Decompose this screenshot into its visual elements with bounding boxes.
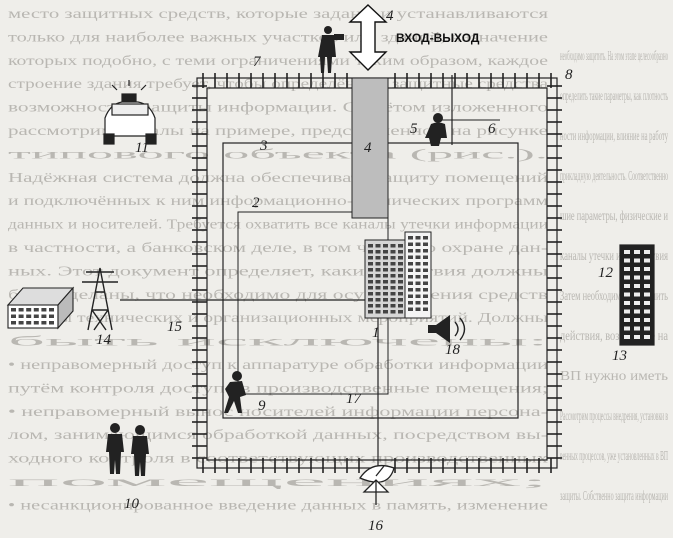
- entrance-arrow: [348, 4, 388, 71]
- background-text-line: строение здания требует, чтобы определён…: [8, 77, 549, 92]
- label-17: 17: [346, 391, 363, 407]
- label-16: 16: [368, 518, 384, 534]
- label-14: 14: [96, 332, 112, 348]
- background-text-line: • неправомерный доступ к аппаратуре обра…: [8, 358, 549, 373]
- background-text: место защитных средств, которые заданы и…: [8, 7, 549, 513]
- label-1: 1: [372, 325, 380, 341]
- label-3: 3: [259, 138, 268, 154]
- background-text-line: быть исключены:: [8, 335, 548, 350]
- background-text-line: которых подобно, с теми ограничениями та…: [8, 54, 548, 69]
- guard-figure-icon: [318, 26, 344, 73]
- label-5: 5: [410, 121, 418, 137]
- background-text-right-line: определить такие параметры, как плотност…: [560, 89, 668, 104]
- label-15: 15: [167, 319, 183, 335]
- background-text-line: типового объекта (рис.).: [8, 147, 548, 162]
- background-text-line: рассмотрим каналы на примере, представле…: [8, 124, 548, 139]
- label-13: 13: [612, 348, 627, 364]
- label-11: 11: [135, 140, 149, 156]
- background-text-line: возможностей защиты информации. С учётом…: [8, 101, 548, 116]
- background-text-right-line: Рассмотрим процессы внедрения, установки…: [560, 409, 668, 424]
- label-18: 18: [445, 342, 461, 358]
- police-car-icon: [103, 80, 157, 145]
- neighbor-building-icon: [619, 244, 655, 346]
- entrance-corridor-4: [351, 77, 389, 219]
- label-6: 6: [488, 121, 496, 137]
- background-text-line: и подключённых к ним информационно-техни…: [8, 194, 548, 209]
- label-2: 2: [252, 195, 260, 211]
- background-text-line: путём контроля доступа в производственны…: [8, 381, 548, 396]
- industrial-building-icon: [6, 286, 75, 330]
- background-text-line: данных и носителей. Требуется охватить в…: [8, 218, 549, 233]
- background-text-right-line: прикладную деятельность. Соответственно: [560, 169, 668, 184]
- background-text-right: необходимо защитить. На этом этапе целес…: [560, 49, 669, 504]
- background-text-line: только для наиболее важных участков или …: [8, 30, 548, 45]
- label-4-corridor: 4: [364, 140, 372, 156]
- intruder-running-icon: [224, 371, 246, 413]
- label-9: 9: [258, 398, 266, 414]
- background-text-right-line: ности информации, влияние на работу: [560, 129, 668, 144]
- background-text-line: • несанкционированное введение данных в …: [8, 498, 548, 513]
- visitors-group-icon: [106, 423, 149, 476]
- intruder-crouching-icon: [425, 113, 447, 146]
- background-text-line: в частности, а банковском деле, в том чи…: [8, 241, 548, 256]
- power-pylon-icon: [82, 267, 118, 331]
- label-4-top: 4: [386, 8, 394, 24]
- background-text-line: Надёжная система должна обеспечивать защ…: [8, 171, 549, 186]
- background-text-right-line: защиты. Собственно защита информации: [560, 489, 668, 504]
- background-text-line: помещениях;: [8, 475, 548, 490]
- perimeter-fence: [192, 73, 562, 473]
- satellite-dish-icon: [359, 464, 395, 505]
- background-text-right-line: венных процессов, уже установленных в ВП: [560, 449, 668, 464]
- background-text-line: лом, занимающимся обработкой данных, пос…: [8, 428, 549, 443]
- label-8: 8: [565, 67, 573, 83]
- background-text-right-line: необходимо защитить. На этом этапе целес…: [560, 49, 668, 64]
- background-text-line: • неправомерный вынос носителей информац…: [8, 405, 549, 420]
- central-office-building-icon: [364, 231, 432, 319]
- entrance-label: ВХОД-ВЫХОД: [396, 31, 480, 45]
- background-text-line: место защитных средств, которые заданы и…: [8, 7, 549, 22]
- label-12: 12: [598, 265, 614, 281]
- background-text-right-line: ВП нужно иметь: [560, 369, 668, 384]
- loudspeaker-icon: [428, 315, 466, 343]
- label-10: 10: [124, 496, 140, 512]
- background-text-right-line: шие параметры, физические и: [560, 209, 668, 224]
- label-7: 7: [253, 54, 262, 70]
